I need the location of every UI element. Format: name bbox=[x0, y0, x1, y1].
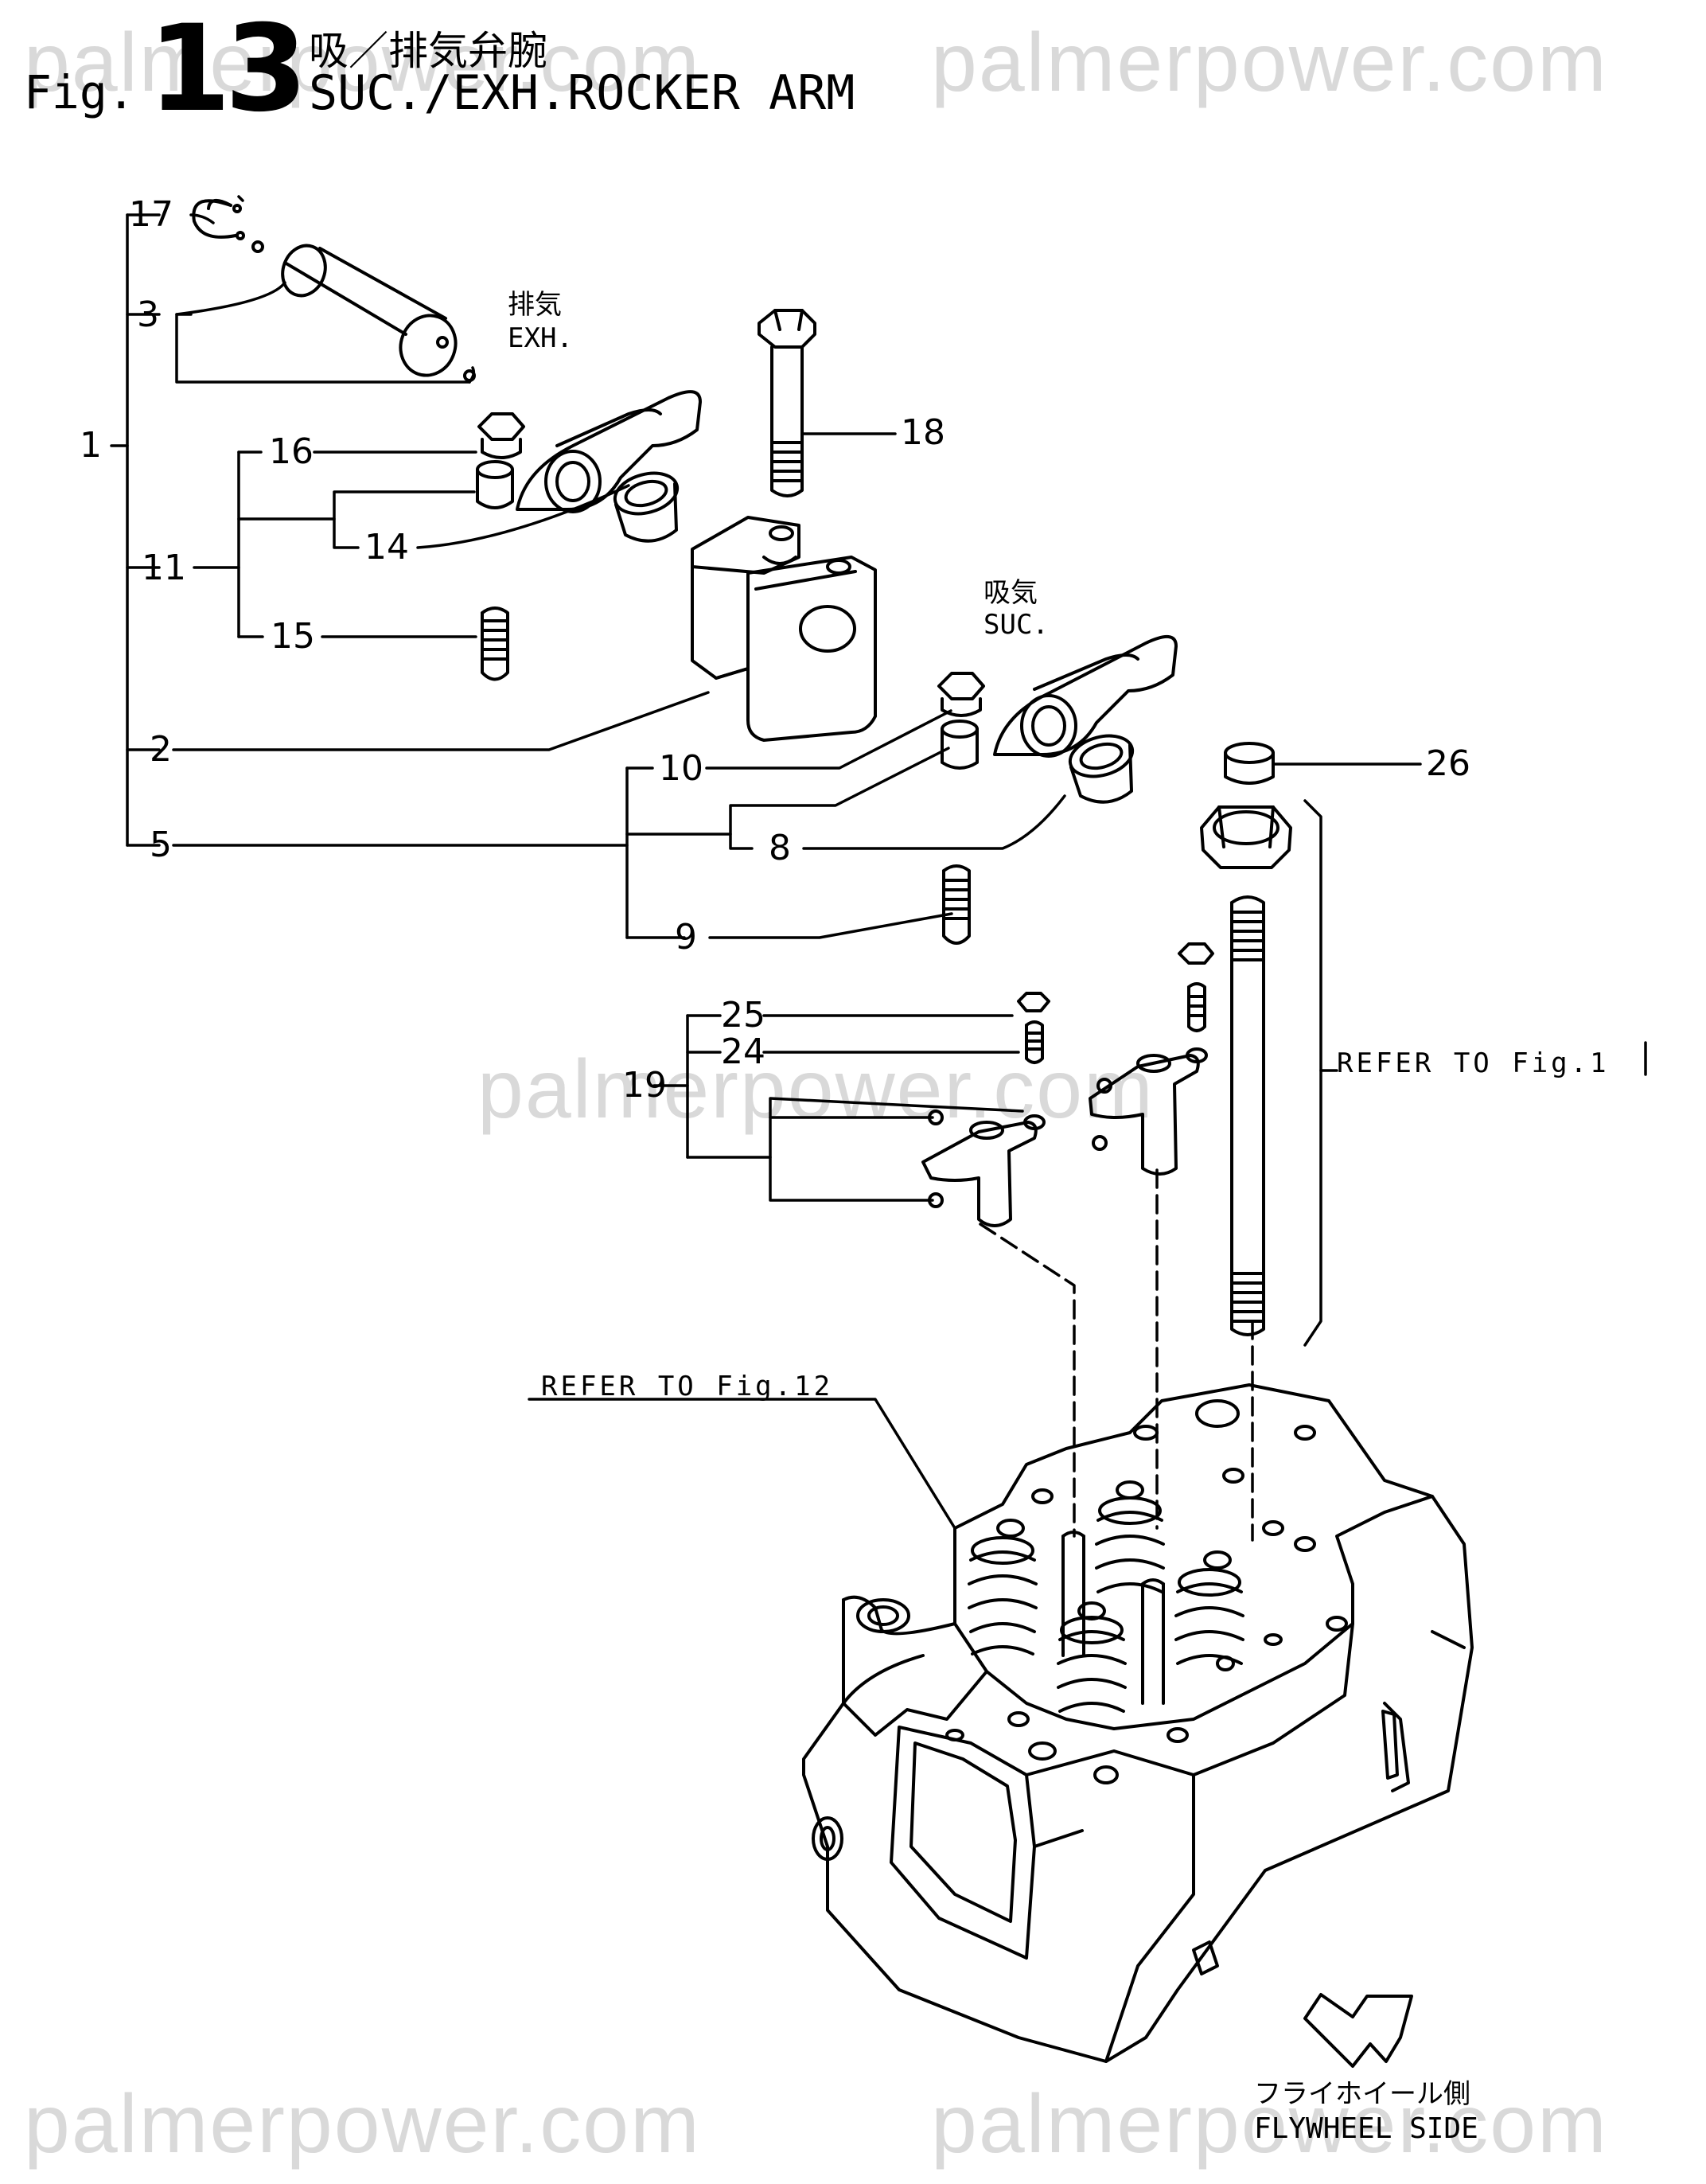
stud-nut bbox=[1200, 805, 1292, 869]
valve-springs bbox=[968, 1480, 1244, 1713]
adjusting-screw-part-15 bbox=[481, 606, 509, 681]
cap-part-26 bbox=[1224, 742, 1275, 785]
bolt-part-18 bbox=[758, 309, 816, 497]
exh-label-en: EXH. bbox=[508, 322, 573, 354]
exh-label-jp: 排気 bbox=[508, 289, 562, 321]
callout-3: 3 bbox=[137, 294, 159, 335]
refer-fig12-note: REFER TO Fig.12 bbox=[541, 1371, 834, 1402]
title-english: SUC./EXH.ROCKER ARM bbox=[309, 65, 855, 121]
callout-18: 18 bbox=[901, 412, 945, 453]
callout-8: 8 bbox=[769, 828, 791, 868]
callout-15: 15 bbox=[271, 616, 315, 657]
refer-fig1-note: REFER TO Fig.1 bbox=[1337, 1047, 1610, 1079]
callout-16: 16 bbox=[269, 431, 314, 472]
figure-number: 13 bbox=[148, 0, 308, 138]
suction-rocker-arm bbox=[937, 635, 1178, 804]
callout-26: 26 bbox=[1426, 743, 1470, 784]
figure-prefix: Fig. bbox=[24, 65, 135, 119]
rocker-shaft-part-3 bbox=[251, 240, 476, 382]
flywheel-direction-arrow bbox=[1303, 1993, 1413, 2068]
flywheel-side-jp: フライホイール側 bbox=[1254, 2078, 1470, 2110]
callout-11: 11 bbox=[142, 548, 186, 588]
suc-label-jp: 吸気 bbox=[983, 577, 1038, 609]
long-stud bbox=[1230, 895, 1265, 1336]
callout-10: 10 bbox=[659, 748, 703, 789]
adjusting-screw-part-9 bbox=[942, 864, 971, 945]
exhaust-rocker-arm bbox=[476, 390, 702, 543]
suc-label-en: SUC. bbox=[983, 609, 1049, 641]
watermark-bottom-left: palmerpower.com bbox=[24, 2078, 701, 2170]
leader-lines bbox=[110, 195, 1647, 1542]
callout-19: 19 bbox=[622, 1065, 667, 1106]
callout-25: 25 bbox=[721, 995, 765, 1035]
callout-5: 5 bbox=[150, 825, 172, 865]
snap-ring-part-17 bbox=[192, 199, 245, 240]
callout-2: 2 bbox=[150, 729, 172, 770]
callout-9: 9 bbox=[675, 917, 697, 957]
callout-1: 1 bbox=[80, 425, 102, 466]
cylinder-head bbox=[802, 1383, 1474, 2063]
rocker-bracket-part-2 bbox=[691, 516, 877, 742]
watermark-top-left: palmerpower.com bbox=[24, 17, 701, 109]
title-japanese: 吸／排気弁腕 bbox=[309, 28, 547, 74]
watermark-top-right: palmerpower.com bbox=[931, 17, 1608, 109]
valve-bridge-left bbox=[921, 992, 1112, 1227]
valve-bridge-right bbox=[1089, 942, 1214, 1176]
callout-24: 24 bbox=[721, 1032, 765, 1072]
watermark-bottom-right: palmerpower.com bbox=[931, 2078, 1608, 2170]
flywheel-side-en: FLYWHEEL SIDE bbox=[1254, 2112, 1478, 2145]
callout-17: 17 bbox=[129, 194, 173, 235]
callout-14: 14 bbox=[364, 527, 409, 567]
